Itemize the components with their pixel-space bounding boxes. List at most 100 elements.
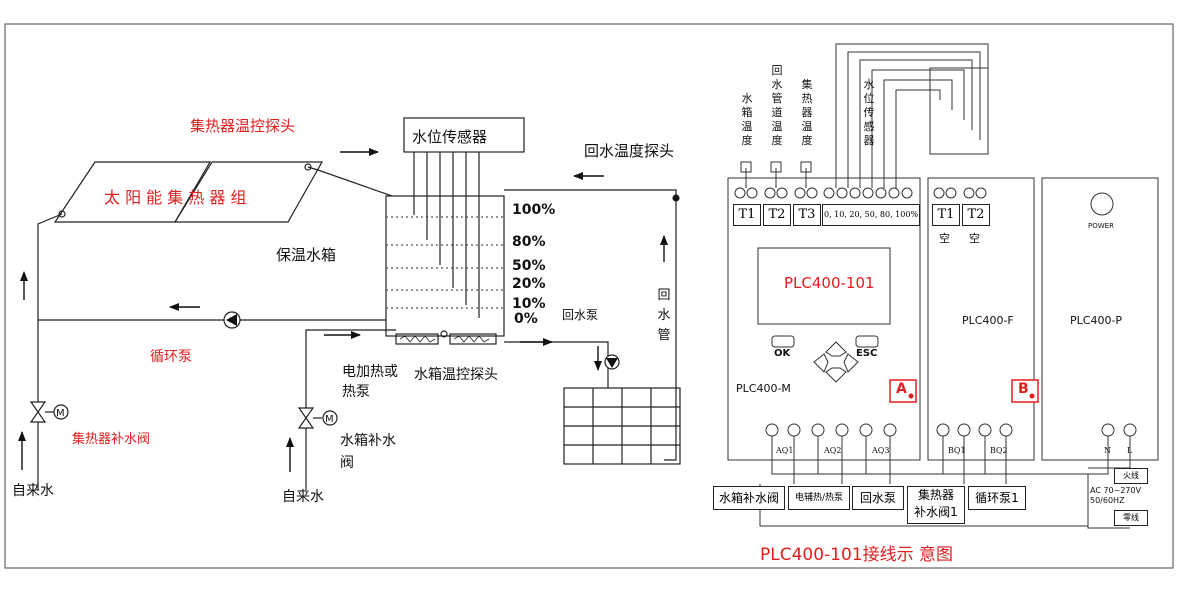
return-pipe-top — [504, 189, 677, 461]
top-terminals-m — [734, 187, 913, 199]
m-terminal-t2: T2 — [763, 204, 791, 226]
tank-label: 保温水箱 — [276, 246, 337, 264]
relay-aq3: AQ3 — [872, 446, 890, 455]
svg-text:M: M — [56, 408, 65, 419]
esc-label: ESC — [856, 348, 878, 359]
tank-outlet-pipe — [504, 341, 609, 388]
return-temp-probe-node — [672, 194, 680, 202]
heater-zigzag — [399, 335, 490, 343]
output-circ-pump: 循环泵1 — [968, 486, 1026, 510]
relay-aq2: AQ2 — [824, 446, 842, 455]
collector-outlet — [304, 163, 312, 171]
power-label: POWER — [1088, 222, 1114, 230]
return-pipe-label: 回 水 管 — [657, 288, 671, 343]
f-empty-2: 空 — [969, 232, 980, 245]
ok-label: OK — [774, 348, 791, 359]
level-sensor-box — [403, 117, 525, 153]
collector-return-pipe — [37, 213, 63, 490]
tank-valve-icon: M — [297, 407, 338, 429]
f-empty-1: 空 — [939, 232, 950, 245]
top-terminals-f — [933, 187, 987, 199]
nav-down-button[interactable] — [825, 367, 847, 383]
badge-b-shape — [1011, 379, 1039, 403]
electric-heater-element — [395, 333, 439, 345]
plc-module-m — [727, 177, 921, 461]
screen-text: PLC400-101 — [784, 274, 875, 292]
relay-bq1: BQ1 — [948, 446, 966, 455]
level-80: 80% — [512, 234, 546, 250]
plc-module-p — [1041, 177, 1159, 461]
collector-outlet-pipe — [307, 166, 393, 197]
f-terminal-t2: T2 — [962, 204, 990, 226]
electric-heat-label: 电加热或 热泵 — [342, 364, 398, 400]
tank-temp-probe-element — [449, 333, 497, 345]
module-f-label: PLC400-F — [962, 314, 1014, 327]
level-probe-box — [929, 67, 989, 155]
solar-collector-panel-right — [173, 161, 324, 223]
collector-valve-icon: M — [29, 401, 69, 423]
nav-left-button[interactable] — [813, 353, 829, 373]
m-terminal-t1: T1 — [733, 204, 761, 226]
plc-screen — [757, 247, 891, 325]
label-return-pipe-temp: 回 水 管 道 温 度 — [771, 64, 783, 147]
live-wire-label: 火线 — [1114, 468, 1148, 484]
badge-b: B — [1018, 381, 1029, 397]
plc-module-f — [927, 177, 1035, 461]
tank-valve-pipe — [305, 329, 396, 490]
neutral-wire-label: 零线 — [1114, 510, 1148, 526]
relay-bq2: BQ2 — [990, 446, 1008, 455]
terminal-n: N — [1104, 446, 1111, 455]
collector-valve-label: 集热器补水阀 — [72, 432, 151, 447]
module-p-label: PLC400-P — [1070, 314, 1123, 327]
return-pump-label: 回水泵 — [562, 308, 599, 322]
level-10: 10% — [512, 296, 546, 312]
output-electric-heat: 电辅热/热泵 — [788, 486, 850, 510]
diagram-title: PLC400-101接线示 意图 — [760, 545, 954, 565]
level-50: 50% — [512, 258, 546, 274]
circulation-pump-label: 循环泵 — [150, 349, 192, 365]
level-probes — [413, 152, 480, 318]
module-m-label: PLC400-M — [736, 382, 791, 395]
circulation-pump-icon — [223, 311, 241, 329]
outer-frame — [4, 23, 1174, 569]
output-collector-valve: 集热器 补水阀1 — [907, 486, 965, 524]
return-pump-icon — [604, 354, 620, 370]
terminal-l: L — [1127, 446, 1133, 455]
power-button[interactable] — [1090, 192, 1114, 216]
ok-button[interactable] — [771, 335, 795, 348]
tank-temp-probe-label: 水箱温控探头 — [414, 367, 498, 383]
tank-level-lines — [386, 216, 504, 309]
tap-water-label-2: 自来水 — [282, 489, 324, 505]
output-return-pump: 回水泵 — [852, 486, 904, 510]
esc-button[interactable] — [855, 335, 879, 348]
level-0: 0% — [514, 311, 538, 327]
relay-terminals — [765, 423, 1137, 437]
relay-aq1: AQ1 — [776, 446, 794, 455]
badge-a: A — [896, 381, 907, 397]
f-terminal-t1: T1 — [932, 204, 960, 226]
output-tank-valve: 水箱补水阀 — [713, 486, 785, 510]
nav-right-button[interactable] — [843, 353, 859, 373]
nav-up-button[interactable] — [825, 341, 847, 357]
svg-text:M: M — [325, 414, 334, 425]
level-sensor-label: 水位传感器 — [412, 128, 488, 146]
ac-spec-label: AC 70~270V 50/60HZ — [1090, 486, 1142, 505]
collector-group-label: 太 阳 能 集 热 器 组 — [104, 188, 247, 207]
level-100: 100% — [512, 202, 556, 218]
label-water-level: 水 位 传 感 器 — [863, 78, 875, 147]
m-terminal-t3: T3 — [793, 204, 821, 226]
tank-probe-node — [440, 330, 448, 338]
sensor-leads — [745, 43, 989, 188]
collector-probe-label: 集热器温控探头 — [190, 117, 296, 135]
tap-water-label-1: 自来水 — [12, 483, 54, 499]
tank-valve-label: 水箱补水 阀 — [340, 433, 396, 471]
level-20: 20% — [512, 276, 546, 292]
level-terminal: 0, 10, 20, 50, 80, 100% — [822, 204, 920, 226]
label-collector-temp: 集 热 器 温 度 — [801, 78, 813, 147]
storage-tank — [385, 195, 505, 337]
return-temp-probe-label: 回水温度探头 — [584, 142, 675, 160]
label-tank-temp: 水 箱 温 度 — [741, 92, 753, 147]
collector-inlet — [58, 210, 66, 218]
output-wiring — [771, 436, 1131, 529]
badge-a-shape — [889, 379, 917, 403]
